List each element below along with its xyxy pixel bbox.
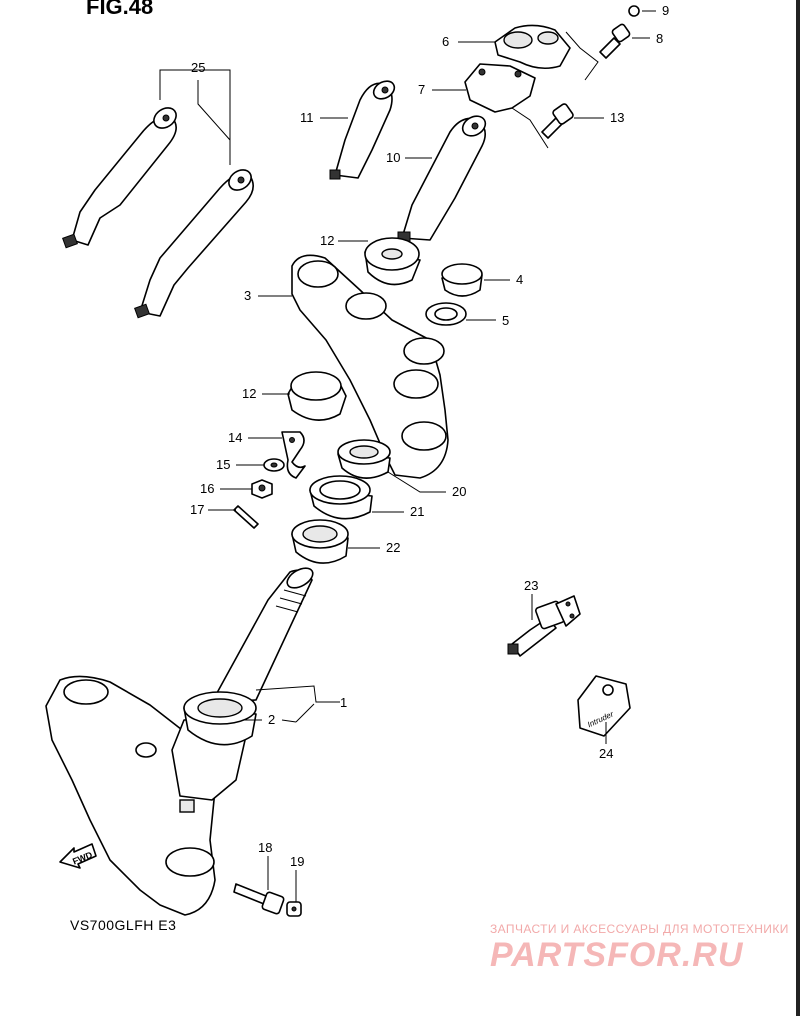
svg-text:19: 19 bbox=[290, 854, 304, 869]
nut-16 bbox=[251, 479, 273, 499]
svg-text:9: 9 bbox=[662, 3, 669, 18]
callout-15: 15 bbox=[216, 457, 264, 472]
callout-7: 7 bbox=[418, 82, 466, 97]
svg-text:24: 24 bbox=[599, 746, 613, 761]
callout-2: 2 bbox=[244, 712, 297, 727]
callout-21: 21 bbox=[372, 504, 424, 519]
svg-text:15: 15 bbox=[216, 457, 230, 472]
callout-13: 13 bbox=[574, 110, 624, 125]
handlebar-holder-lower bbox=[464, 63, 549, 149]
callout-16: 16 bbox=[200, 481, 252, 496]
svg-text:14: 14 bbox=[228, 430, 242, 445]
callout-19: 19 bbox=[290, 854, 304, 902]
handlebar-holder-upper bbox=[494, 24, 571, 70]
svg-text:10: 10 bbox=[386, 150, 400, 165]
handlebar-right-pipe bbox=[134, 169, 254, 319]
callout-25: 25 bbox=[159, 60, 231, 165]
callout-8: 8 bbox=[632, 31, 663, 46]
fork-spacer-11 bbox=[329, 80, 396, 180]
cap-4 bbox=[441, 263, 483, 297]
svg-text:1: 1 bbox=[340, 695, 347, 710]
cap-9 bbox=[628, 5, 640, 17]
clip-14 bbox=[281, 431, 306, 479]
svg-text:12: 12 bbox=[242, 386, 256, 401]
svg-text:2: 2 bbox=[268, 712, 275, 727]
svg-text:18: 18 bbox=[258, 840, 272, 855]
svg-text:11: 11 bbox=[300, 110, 314, 125]
model-code: VS700GLFH E3 bbox=[70, 917, 176, 933]
callout-23: 23 bbox=[524, 578, 538, 620]
ignition-lock-23 bbox=[507, 595, 581, 657]
bearing-22 bbox=[291, 519, 349, 564]
svg-text:21: 21 bbox=[410, 504, 424, 519]
svg-text:23: 23 bbox=[524, 578, 538, 593]
callout-5: 5 bbox=[466, 313, 509, 328]
callout-11: 11 bbox=[300, 110, 348, 125]
svg-text:5: 5 bbox=[502, 313, 509, 328]
svg-text:17: 17 bbox=[190, 502, 204, 517]
callout-3: 3 bbox=[244, 288, 292, 303]
right-border bbox=[796, 0, 800, 1016]
callout-4: 4 bbox=[484, 272, 523, 287]
washer-15 bbox=[263, 458, 285, 472]
callout-12-upper: 12 bbox=[320, 233, 368, 248]
handlebar-left-pipe bbox=[62, 107, 177, 249]
bolt-8 bbox=[599, 23, 631, 59]
svg-text:20: 20 bbox=[452, 484, 466, 499]
watermark-tagline: ЗАПЧАСТИ И АКСЕССУАРЫ ДЛЯ МОТОТЕХНИКИ bbox=[490, 922, 789, 936]
svg-text:25: 25 bbox=[191, 60, 205, 75]
steering-stem-upper-bracket bbox=[291, 254, 449, 479]
callout-9: 9 bbox=[642, 3, 669, 18]
callout-12-lower: 12 bbox=[242, 386, 290, 401]
svg-text:13: 13 bbox=[610, 110, 624, 125]
svg-text:4: 4 bbox=[516, 272, 523, 287]
forward-arrow-icon: FWD bbox=[59, 843, 97, 869]
callout-6: 6 bbox=[442, 31, 599, 81]
steering-stem-lower-bracket bbox=[45, 567, 314, 916]
svg-text:22: 22 bbox=[386, 540, 400, 555]
callout-17: 17 bbox=[190, 502, 236, 517]
cushion-12-lower bbox=[287, 371, 347, 421]
svg-text:7: 7 bbox=[418, 82, 425, 97]
svg-text:8: 8 bbox=[656, 31, 663, 46]
watermark-brand: PARTSFOR.RU bbox=[490, 936, 744, 974]
steering-nut-20 bbox=[337, 439, 391, 479]
bolt-18 bbox=[233, 883, 285, 915]
bearing-race-21 bbox=[309, 475, 373, 520]
callout-14: 14 bbox=[228, 430, 282, 445]
key-tag-24: Intruder bbox=[577, 675, 631, 737]
svg-text:3: 3 bbox=[244, 288, 251, 303]
fork-spacer-10 bbox=[397, 115, 487, 243]
svg-text:16: 16 bbox=[200, 481, 214, 496]
cap-nut-19 bbox=[286, 901, 302, 917]
callout-1: 1 bbox=[255, 685, 347, 723]
callout-22: 22 bbox=[348, 540, 400, 555]
svg-text:6: 6 bbox=[442, 34, 449, 49]
washer-5 bbox=[425, 302, 467, 326]
cotter-pin-17 bbox=[233, 505, 259, 529]
bearing-2 bbox=[183, 691, 257, 746]
callout-10: 10 bbox=[386, 150, 432, 165]
figure-title: FIG.48 bbox=[86, 0, 153, 19]
svg-text:12: 12 bbox=[320, 233, 334, 248]
bolt-13 bbox=[541, 103, 574, 139]
callout-20: 20 bbox=[387, 471, 466, 499]
cushion-12-upper bbox=[364, 237, 421, 286]
callout-18: 18 bbox=[258, 840, 272, 890]
callout-24: 24 bbox=[599, 722, 613, 761]
